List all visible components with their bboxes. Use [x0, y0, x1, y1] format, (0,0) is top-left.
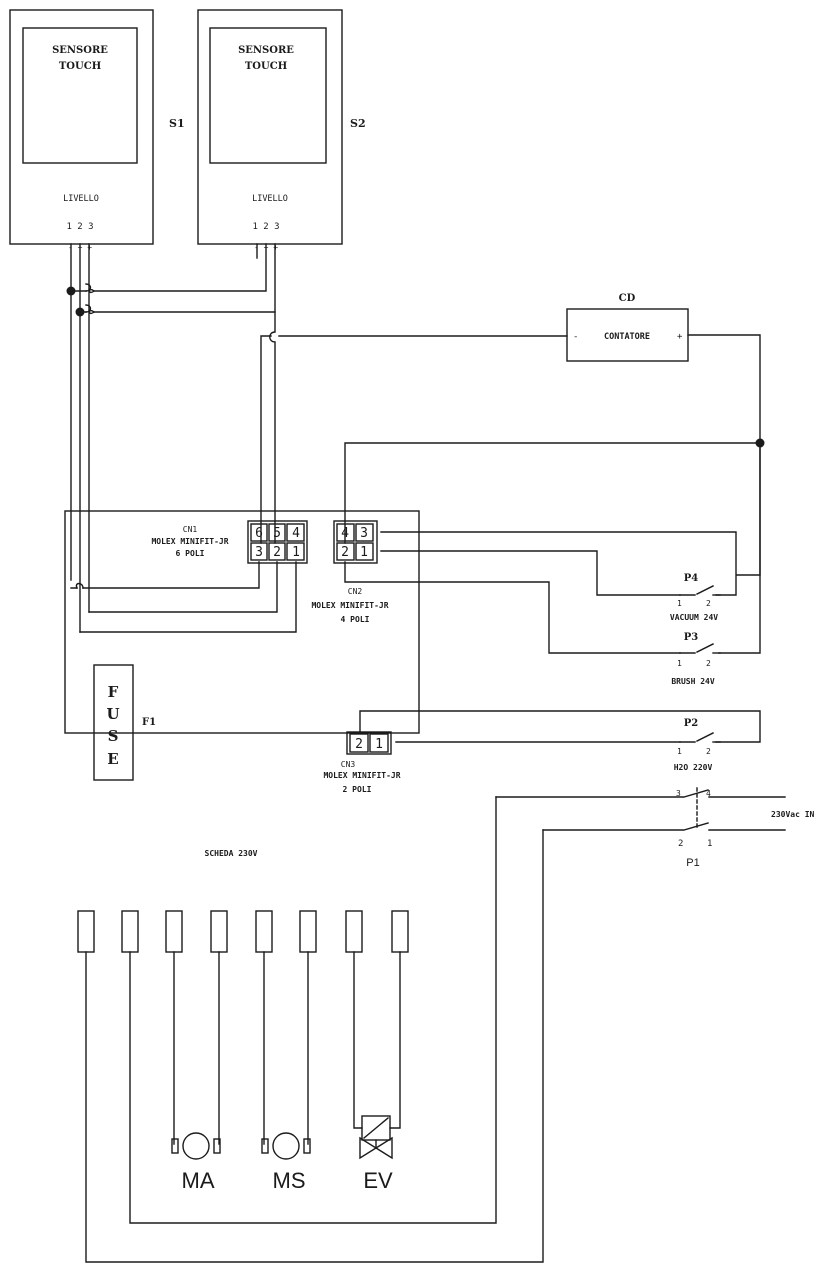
load-ev-label: EV — [363, 1168, 393, 1193]
switch-p4-desc: VACUUM 24V — [670, 613, 718, 622]
switch-p1-ref: P1 — [686, 857, 699, 869]
sensor-s2-polarity: - + + — [254, 243, 278, 252]
switch-p3[interactable] — [679, 643, 721, 654]
switch-p3-t1: 1 — [677, 659, 682, 668]
motor-ms-icon — [261, 1132, 311, 1160]
switch-p1-t4: 4 — [706, 789, 711, 798]
fuse-letter-e: E — [107, 750, 118, 768]
switch-p1-t1: 1 — [707, 839, 712, 849]
wires-s1 — [70, 243, 90, 633]
cn1-pin-5: 5 — [273, 526, 281, 541]
cn3-name: CN3 — [341, 760, 356, 769]
fuse-f1 — [93, 664, 134, 781]
switch-p4-t1: 1 — [677, 599, 682, 608]
cn3-pin-2: 2 — [355, 737, 363, 752]
wire-ev-b — [389, 951, 401, 1129]
sensor-s1-title-1: SENSORE — [52, 45, 108, 56]
motor-ma-icon — [171, 1132, 221, 1160]
switch-p2-t2: 2 — [706, 747, 711, 756]
counter-label: CONTATORE — [604, 332, 650, 342]
load-ma-label: MA — [182, 1168, 215, 1193]
connector-cn3 — [346, 731, 392, 755]
connector-cn2 — [333, 520, 378, 564]
cn2-name: CN2 — [348, 587, 363, 596]
sensor-s1-display — [22, 27, 138, 164]
switch-p3-desc: BRUSH 24V — [671, 677, 715, 686]
cn1-pin-6: 6 — [255, 526, 263, 541]
sensor-s2-title-1: SENSORE — [238, 45, 294, 56]
cn2-pin-3: 3 — [360, 526, 368, 541]
sensor-s1-level: LIVELLO — [63, 194, 99, 204]
fuse-ref: F1 — [142, 717, 156, 728]
solenoid-valve-icon — [359, 1115, 393, 1160]
wire-cn3-2-to-p2 — [359, 710, 761, 743]
wire-counter-plus — [687, 334, 761, 654]
wire-cn2-1-to-p4 — [380, 550, 681, 596]
switch-p4-t2: 2 — [706, 599, 711, 608]
switch-p3-t2: 2 — [706, 659, 711, 668]
sensor-s2-level: LIVELLO — [252, 194, 288, 204]
counter-plus: + — [677, 332, 683, 342]
wire-cn2-3-to-p4 — [380, 531, 737, 596]
switch-p2[interactable] — [679, 732, 721, 743]
sensor-s2-title-2: TOUCH — [245, 61, 287, 72]
wire-terminal2-to-p1 — [129, 796, 497, 1224]
junction-dots — [66, 286, 765, 448]
cn2-pin-4: 4 — [341, 526, 349, 541]
board-label: SCHEDA 230V — [205, 849, 258, 858]
wire-common-to-p4 — [736, 442, 761, 576]
sensor-s1-title-2: TOUCH — [59, 61, 101, 72]
board-terminals — [77, 910, 409, 953]
wires-s2 — [74, 243, 276, 544]
wire-crossings-s1 — [85, 283, 95, 315]
sensor-s1-polarity: - + + — [68, 243, 92, 252]
sensor-s2-display — [209, 27, 327, 164]
cn1-pin-4: 4 — [292, 526, 300, 541]
switch-p4-ref: P4 — [684, 573, 699, 584]
counter-minus: - — [573, 332, 578, 342]
sensor-s1-pins: 1 2 3 — [66, 222, 93, 232]
control-board — [64, 510, 420, 734]
wire-cn2-2-to-p3 — [344, 561, 681, 654]
cn1-pin-1: 1 — [292, 545, 300, 560]
sensor-s2-pins: 1 2 3 — [252, 222, 279, 232]
sensor-s2-ref: S2 — [350, 117, 366, 130]
cn3-type: MOLEX MINIFIT-JR — [323, 771, 400, 780]
fuse-letter-u: U — [106, 705, 119, 723]
fuse-letter-s: S — [108, 727, 119, 745]
load-ms-label: MS — [273, 1168, 306, 1193]
sensor-s1-ref: S1 — [169, 117, 185, 130]
fuse-letter-f: F — [108, 683, 119, 701]
wire-terminal1-to-p1 — [85, 829, 544, 1263]
switch-p3-ref: P3 — [684, 632, 699, 643]
switch-p2-t1: 1 — [677, 747, 682, 756]
switch-p1[interactable] — [495, 787, 786, 831]
counter-ref: CD — [619, 293, 636, 304]
sensor-s2 — [197, 9, 343, 245]
connector-cn1 — [247, 520, 308, 564]
cn2-pin-2: 2 — [341, 545, 349, 560]
switch-p1-t2: 2 — [678, 839, 683, 849]
cn2-poles: 4 POLI — [341, 615, 370, 624]
mains-label: 230Vac IN — [771, 810, 815, 819]
cn1-poles: 6 POLI — [176, 549, 205, 558]
cn3-pin-1: 1 — [375, 737, 383, 752]
wire-ev-a — [353, 951, 363, 1129]
cn2-type: MOLEX MINIFIT-JR — [311, 601, 388, 610]
cn2-pin-1: 1 — [360, 545, 368, 560]
cn1-pin-3: 3 — [255, 545, 263, 560]
switch-p4[interactable] — [679, 585, 721, 596]
cn3-poles: 2 POLI — [343, 785, 372, 794]
wire-cn1-6-to-counter — [260, 335, 568, 544]
switch-p1-t3: 3 — [676, 789, 681, 798]
switch-p2-desc: H2O 220V — [674, 763, 713, 772]
cn1-name: CN1 — [183, 525, 198, 534]
cn1-type: MOLEX MINIFIT-JR — [151, 537, 228, 546]
sensor-s1 — [9, 9, 154, 245]
switch-p2-ref: P2 — [684, 718, 699, 729]
cn1-pin-2: 2 — [273, 545, 281, 560]
wires-cn1-bottom — [70, 561, 297, 633]
wire-cn2-4-to-common — [344, 442, 761, 544]
